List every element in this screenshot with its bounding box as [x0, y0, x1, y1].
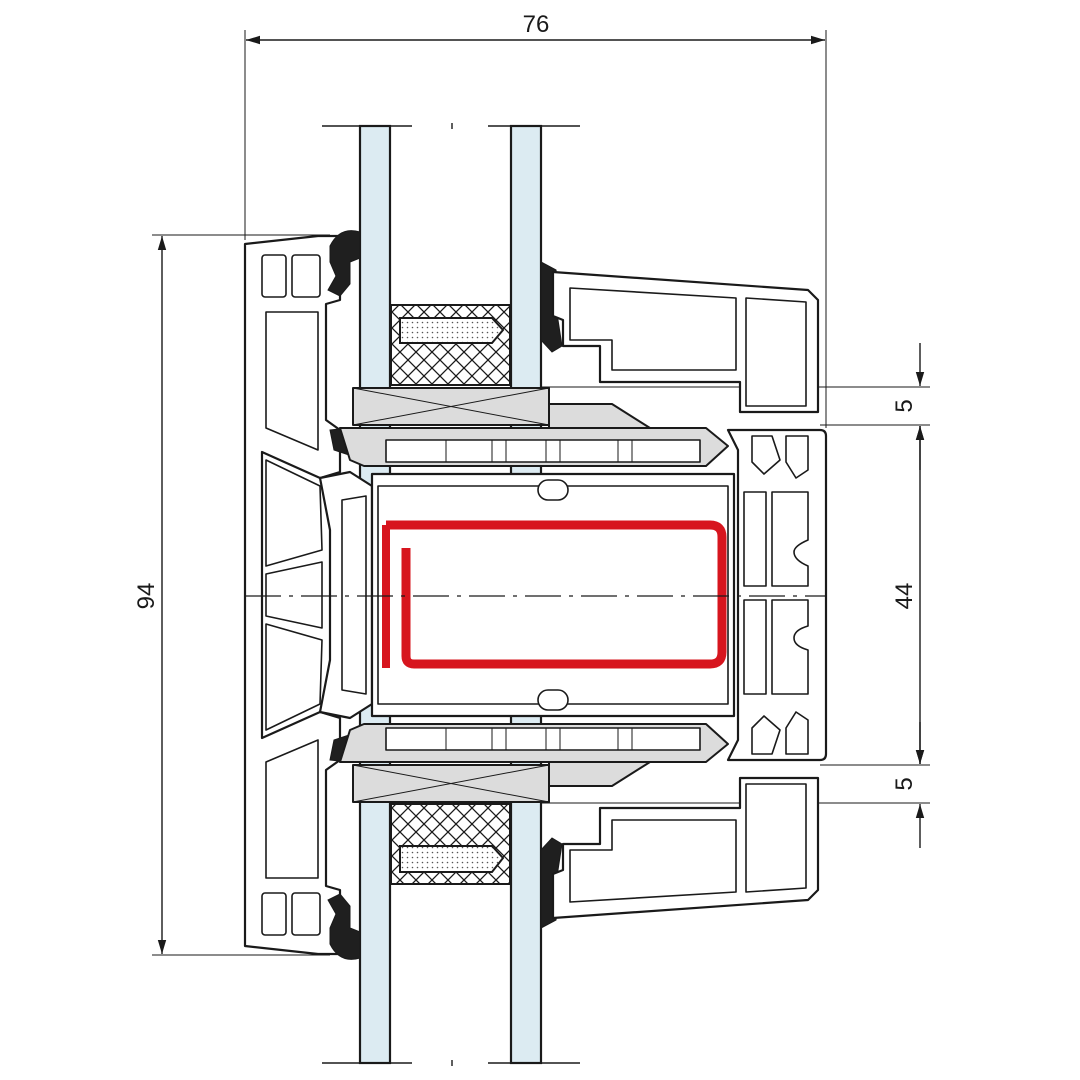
glazing-bead-top	[551, 270, 820, 414]
sash-profile-left	[243, 234, 374, 956]
dimension-width-label: 76	[523, 11, 550, 38]
glazing-block-top	[352, 387, 550, 426]
dimension-rebate-bottom-label: 5	[891, 777, 918, 790]
frame-core	[339, 403, 736, 787]
dimension-width: 76	[244, 11, 827, 428]
frame-clip-right	[726, 428, 828, 762]
glass-spacer-top	[390, 304, 511, 386]
dimension-right: 5 44 5	[540, 343, 930, 848]
glazing-bead-bottom	[551, 776, 820, 920]
dimension-height-label: 94	[133, 583, 160, 610]
glazing-block-bottom	[352, 764, 550, 803]
glass-spacer-bottom	[390, 803, 511, 885]
dimension-rebate-top-label: 5	[891, 399, 918, 412]
dimension-height: 94	[133, 234, 330, 956]
dimension-core-label: 44	[891, 583, 918, 610]
